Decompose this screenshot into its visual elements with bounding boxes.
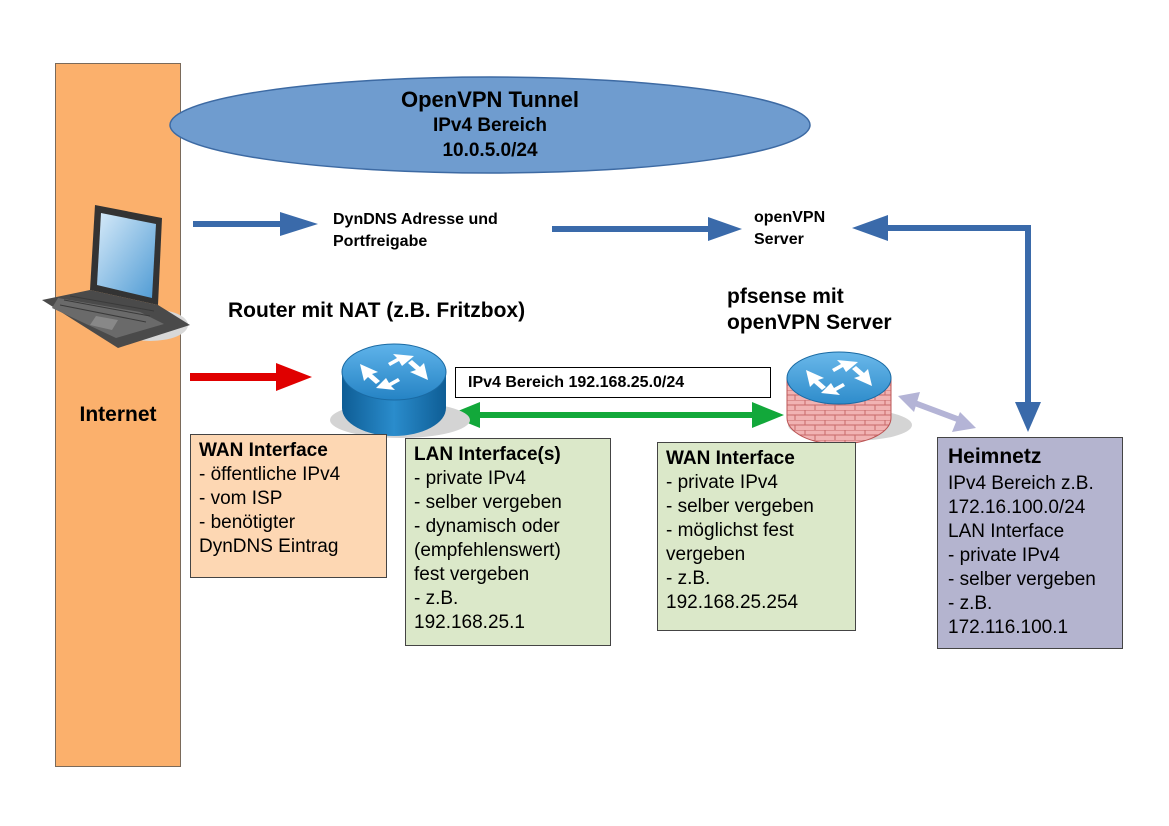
pfsense-wan-line: vergeben bbox=[666, 544, 746, 565]
pfsense-wan-line: - möglichst fest bbox=[666, 520, 794, 541]
pfsense-wan-line: 192.168.25.254 bbox=[666, 592, 799, 613]
router-wan-line: DynDNS Eintrag bbox=[199, 536, 339, 557]
router-lan-line: fest vergeben bbox=[414, 564, 530, 585]
pfsense-wan-interface-box: WAN Interface - private IPv4 - selber ve… bbox=[657, 442, 856, 631]
pfsense-wan-line: - private IPv4 bbox=[666, 472, 778, 493]
heimnetz-line: - private IPv4 bbox=[948, 545, 1060, 566]
router-lan-line: - selber vergeben bbox=[414, 492, 562, 513]
openvpn-tunnel-ellipse bbox=[169, 76, 811, 174]
red-arrow-internet-to-router bbox=[190, 363, 312, 391]
ipv4-range-label: IPv4 Bereich 192.168.25.0/24 bbox=[455, 367, 771, 398]
heimnetz-line: IPv4 Bereich z.B. bbox=[948, 473, 1094, 494]
router-lan-interface-box: LAN Interface(s) - private IPv4 - selber… bbox=[405, 438, 611, 646]
router-wan-heading: WAN Interface bbox=[199, 440, 328, 461]
tunnel-range-label: IPv4 Bereich bbox=[432, 115, 548, 136]
pfsense-title-line1: pfsense mit bbox=[727, 285, 844, 308]
heimnetz-line: LAN Interface bbox=[948, 521, 1065, 542]
router-lan-line: - z.B. bbox=[414, 588, 459, 609]
pfsense-firewall-icon bbox=[786, 351, 912, 445]
router-lan-line: 192.168.25.1 bbox=[414, 612, 525, 633]
tunnel-subnet: 10.0.5.0/24 bbox=[442, 140, 538, 161]
router-lan-line: - private IPv4 bbox=[414, 468, 526, 489]
heimnetz-line: - z.B. bbox=[948, 593, 993, 614]
router-icon bbox=[330, 343, 470, 438]
heimnetz-line: 172.116.100.1 bbox=[948, 617, 1069, 638]
dyndns-label-line2: Portfreigabe bbox=[333, 233, 428, 250]
dyndns-label: DynDNS Adresse und Portfreigabe bbox=[333, 209, 498, 253]
router-lan-line: - dynamisch oder bbox=[414, 516, 560, 537]
pfsense-title: pfsense mit openVPN Server bbox=[727, 284, 892, 336]
pfsense-wan-heading: WAN Interface bbox=[666, 448, 795, 469]
blue-arrow-laptop-to-dyndns bbox=[193, 212, 318, 236]
pfsense-title-line2: openVPN Server bbox=[727, 311, 892, 334]
blue-arrow-dyndns-to-openvpn bbox=[552, 217, 742, 241]
router-wan-line: - vom ISP bbox=[199, 488, 283, 509]
router-wan-line: - benötigter bbox=[199, 512, 296, 533]
openvpn-label-line1: openVPN bbox=[754, 209, 826, 226]
router-title: Router mit NAT (z.B. Fritzbox) bbox=[228, 299, 526, 322]
heimnetz-heading: Heimnetz bbox=[948, 445, 1042, 468]
tunnel-title: OpenVPN Tunnel bbox=[400, 87, 580, 112]
router-lan-line: (empfehlenswert) bbox=[414, 540, 561, 561]
openvpn-server-label: openVPN Server bbox=[754, 207, 825, 251]
heimnetz-box: Heimnetz IPv4 Bereich z.B. 172.16.100.0/… bbox=[937, 437, 1123, 649]
internet-column bbox=[55, 63, 181, 767]
openvpn-label-line2: Server bbox=[754, 231, 804, 248]
laptop-icon bbox=[42, 205, 190, 348]
router-lan-heading: LAN Interface(s) bbox=[414, 444, 561, 465]
green-arrow-router-to-pfsense bbox=[448, 402, 784, 428]
router-wan-line: - öffentliche IPv4 bbox=[199, 464, 341, 485]
lavender-arrow-pfsense-to-heimnetz bbox=[898, 392, 976, 432]
heimnetz-line: - selber vergeben bbox=[948, 569, 1096, 590]
blue-arrow-openvpn-to-heimnetz bbox=[852, 215, 1041, 432]
dyndns-label-line1: DynDNS Adresse und bbox=[333, 211, 498, 228]
pfsense-wan-line: - z.B. bbox=[666, 568, 711, 589]
router-wan-interface-box: WAN Interface - öffentliche IPv4 - vom I… bbox=[190, 434, 387, 578]
pfsense-wan-line: - selber vergeben bbox=[666, 496, 814, 517]
internet-label: Internet bbox=[79, 403, 157, 426]
heimnetz-line: 172.16.100.0/24 bbox=[948, 497, 1086, 518]
